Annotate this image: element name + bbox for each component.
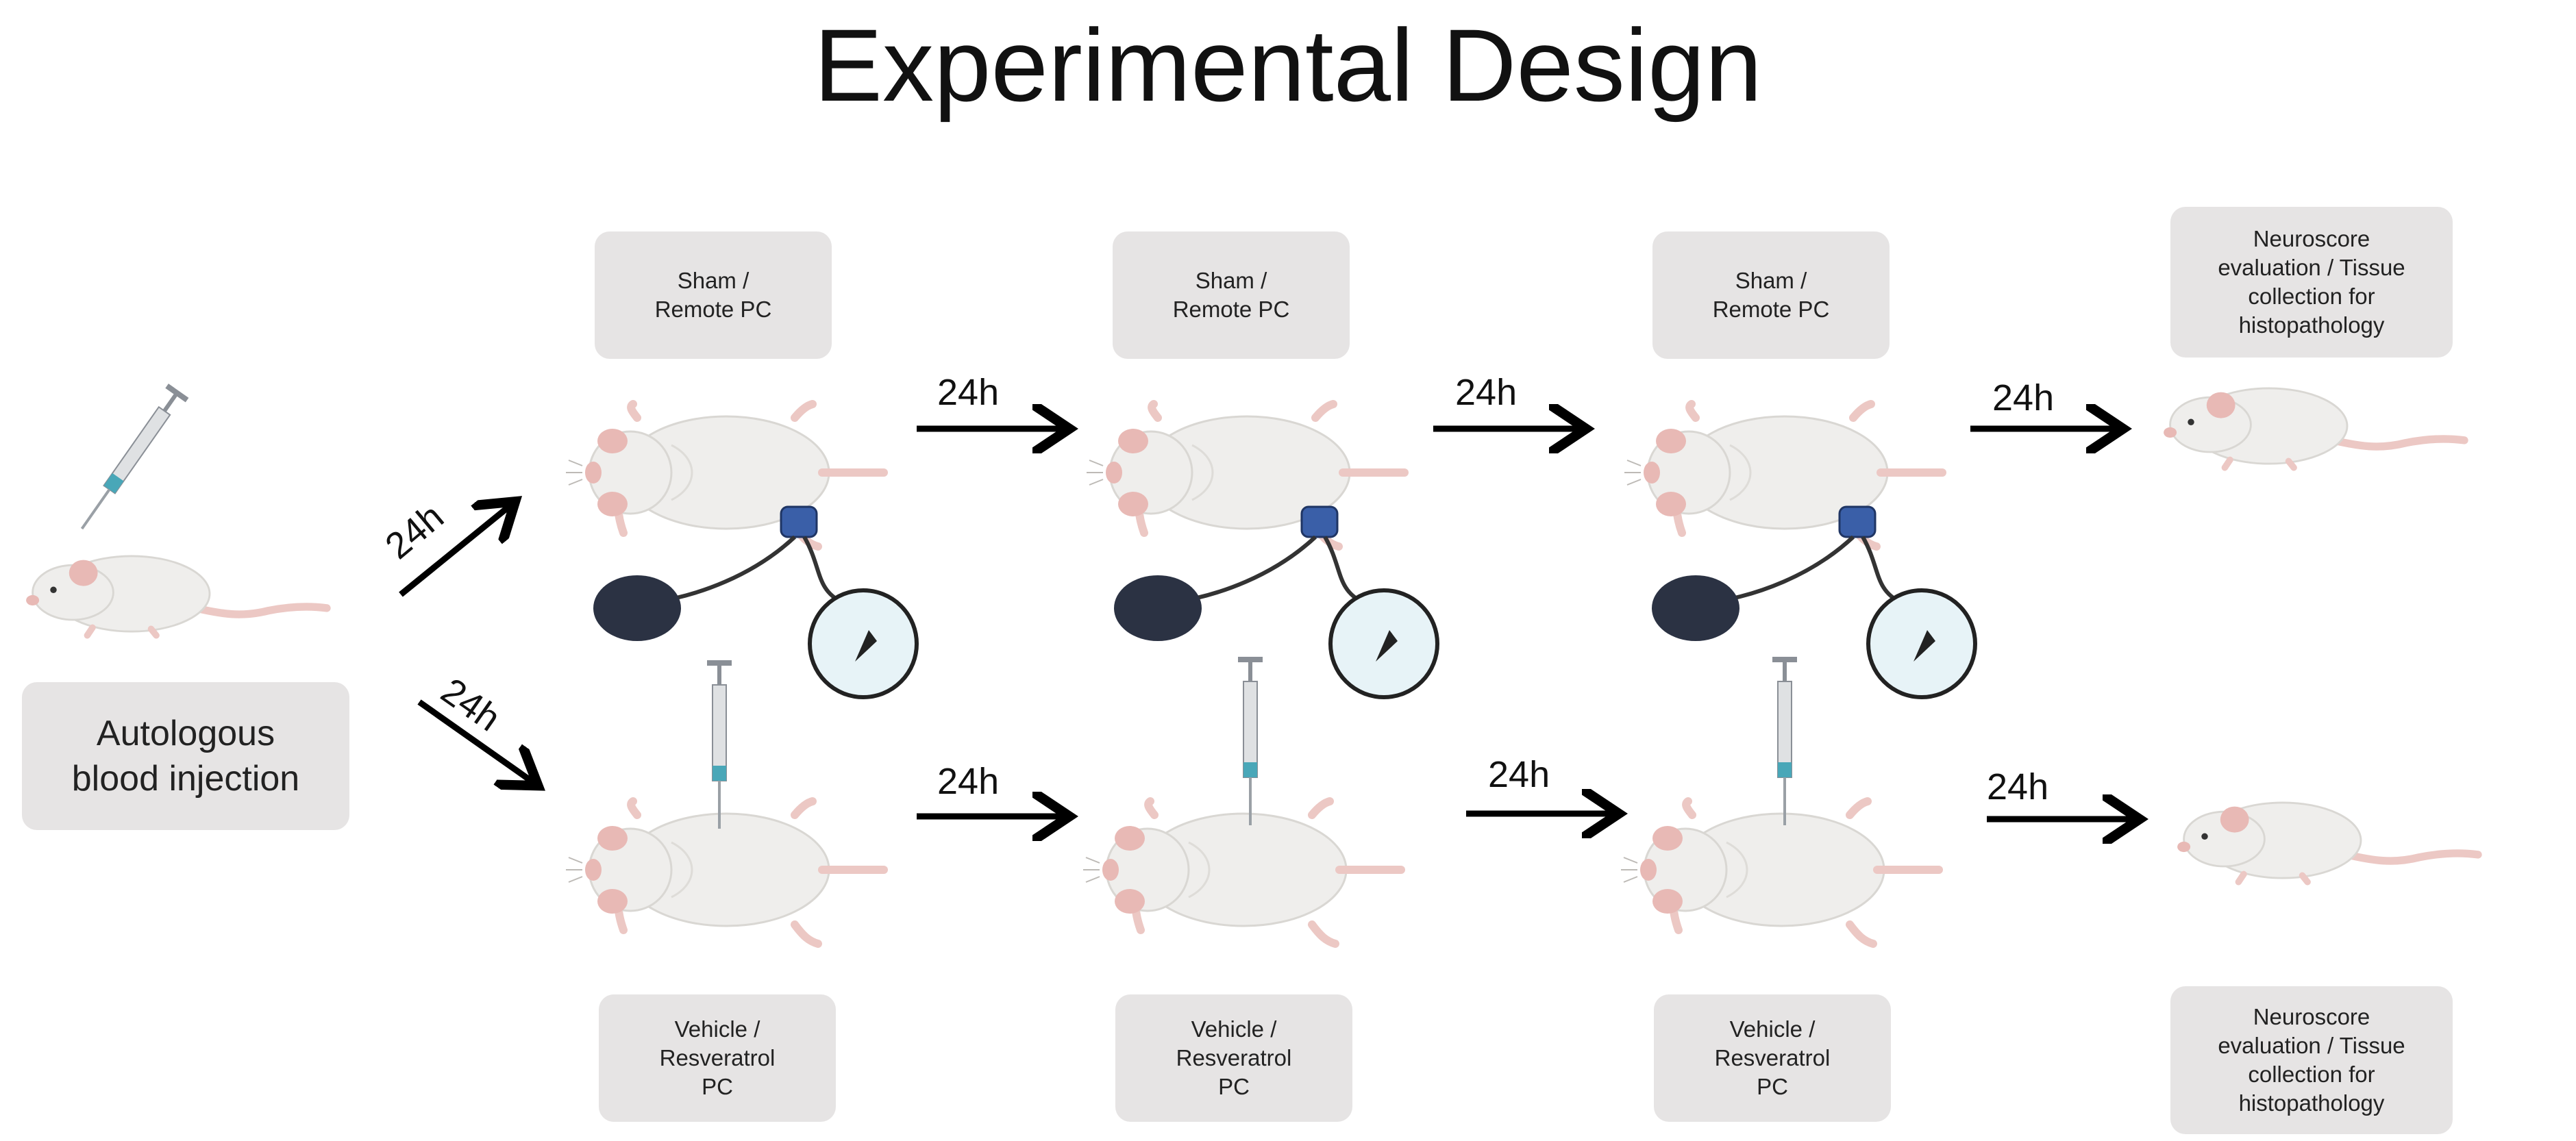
top-bp-kit-3 <box>1652 507 1975 697</box>
top-step-3-box: Sham / Remote PC <box>1652 231 1890 359</box>
arrow-start-to-top <box>399 505 510 597</box>
start-rat <box>26 556 327 636</box>
interval-label-top-2: 24h <box>1455 372 1518 413</box>
top-bp-kit-2 <box>1114 507 1437 697</box>
arrow-start-to-bottom <box>417 699 533 782</box>
top-rat-3 <box>1624 404 1942 547</box>
bottom-step-1-box: Vehicle / Resveratrol PC <box>599 994 836 1122</box>
top-final-rat <box>2164 388 2464 468</box>
interval-label-top-3: 24h <box>1992 377 2055 418</box>
interval-label-bottom-2: 24h <box>1488 754 1550 795</box>
top-rat-1 <box>566 404 884 547</box>
bottom-rat-3 <box>1621 801 1939 944</box>
bottom-final-rat <box>2177 803 2478 882</box>
interval-label-bottom-1: 24h <box>937 761 1000 802</box>
bottom-rat-1 <box>566 801 884 944</box>
top-bp-kit-1 <box>593 507 917 697</box>
bottom-syringe-3 <box>1771 655 1798 827</box>
interval-label-top-1: 24h <box>937 372 1000 413</box>
start-label-box: Autologous blood injection <box>22 682 349 830</box>
bottom-rat-2 <box>1083 801 1401 944</box>
bottom-final-box: Neuroscore evaluation / Tissue collectio… <box>2170 986 2453 1134</box>
diagram-title: Experimental Design <box>814 8 1762 123</box>
start-syringe <box>70 382 190 538</box>
bottom-step-2-box: Vehicle / Resveratrol PC <box>1115 994 1352 1122</box>
interval-label-bottom-3: 24h <box>1987 766 2049 807</box>
top-final-box: Neuroscore evaluation / Tissue collectio… <box>2170 207 2453 358</box>
top-step-2-box: Sham / Remote PC <box>1113 231 1350 359</box>
bottom-step-3-box: Vehicle / Resveratrol PC <box>1654 994 1891 1122</box>
bottom-syringe-1 <box>706 659 733 830</box>
top-rat-2 <box>1087 404 1404 547</box>
bottom-syringe-2 <box>1237 655 1264 827</box>
top-step-1-box: Sham / Remote PC <box>595 231 832 359</box>
